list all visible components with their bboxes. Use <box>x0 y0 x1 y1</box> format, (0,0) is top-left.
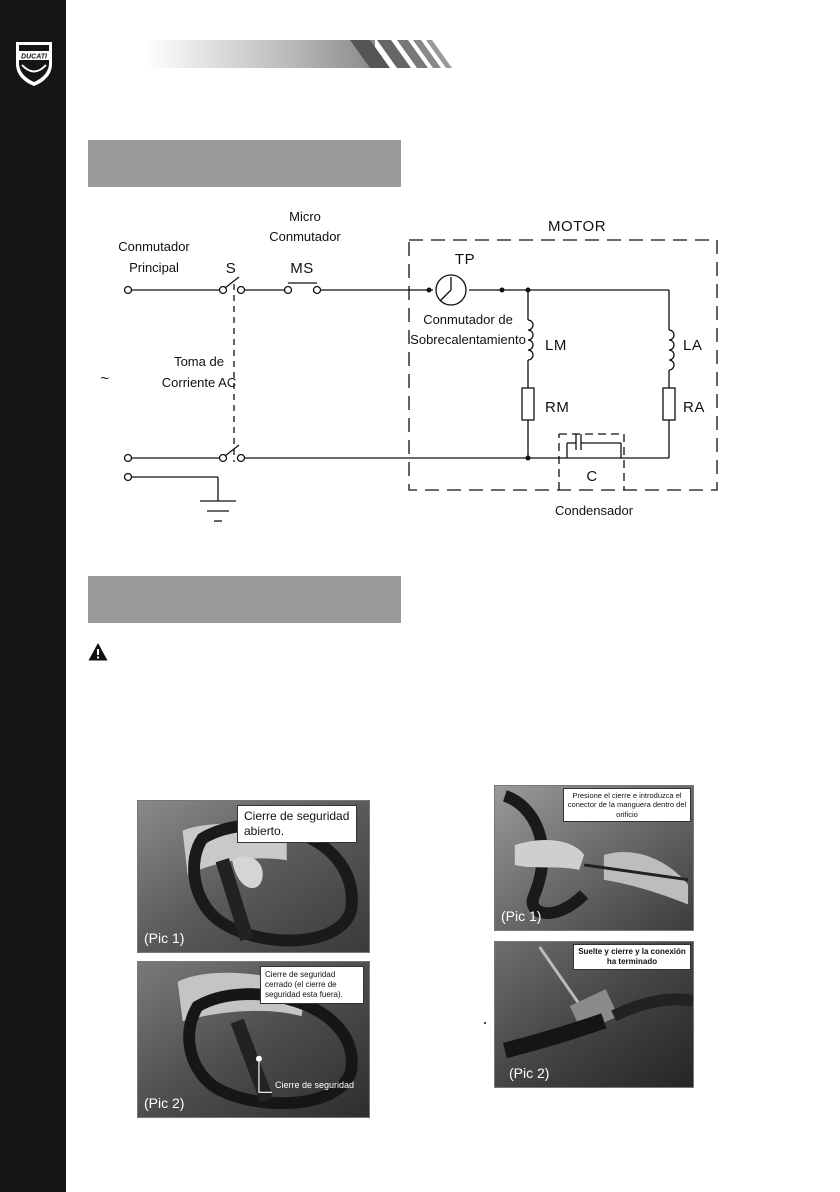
label-tp: TP <box>455 251 475 268</box>
section-bar-wiring <box>88 140 401 187</box>
label-ac: ~ <box>100 370 109 387</box>
label-lm: LM <box>545 337 567 354</box>
label-motor: MOTOR <box>548 218 606 235</box>
label-c: C <box>586 468 597 485</box>
label-outlet-1: Toma de <box>174 354 224 369</box>
label-main-switch-2: Principal <box>129 260 179 275</box>
label-la: LA <box>683 337 702 354</box>
callout-insert-connector: Presione el cierre e introduzca el conec… <box>563 788 691 823</box>
label-safety-lock: Cierre de seguridad <box>275 1080 355 1090</box>
label-overheat-2: Sobrecalentamiento <box>410 332 526 347</box>
label-capacitor: Condensador <box>555 503 634 518</box>
callout-lock-open: Cierre de seguridad abierto. <box>237 805 357 843</box>
photo-connection-done: Suelte y cierre y la conexión ha termina… <box>494 941 694 1088</box>
label-ra: RA <box>683 399 705 416</box>
callout-connection-done: Suelte y cierre y la conexión ha termina… <box>573 944 691 970</box>
left-band <box>0 0 66 1192</box>
warning-icon <box>88 643 108 661</box>
wiring-diagram: Conmutador Principal S Micro Conmutador … <box>100 209 718 522</box>
section-bar-connection <box>88 576 401 623</box>
ducati-logo: DUCATI <box>16 42 52 86</box>
label-overheat-1: Conmutador de <box>423 312 513 327</box>
svg-text:DUCATI: DUCATI <box>21 54 48 61</box>
label-rm: RM <box>545 399 569 416</box>
label-micro-1: Micro <box>289 209 321 224</box>
label-ms: MS <box>290 260 314 277</box>
photo-lock-closed: Cierre de seguridad cerrado (el cierre d… <box>137 961 370 1118</box>
header-stripe <box>145 40 452 68</box>
label-micro-2: Conmutador <box>269 229 341 244</box>
pic-label: (Pic 1) <box>144 930 185 946</box>
label-s: S <box>226 260 237 277</box>
pic-label: (Pic 2) <box>509 1065 550 1081</box>
photo-lock-open: Cierre de seguridad abierto. (Pic 1) <box>137 800 370 953</box>
pic-label: (Pic 1) <box>501 908 542 924</box>
callout-lock-closed: Cierre de seguridad cerrado (el cierre d… <box>260 966 364 1004</box>
label-outlet-2: Corriente AC <box>162 375 236 390</box>
pic-label: (Pic 2) <box>144 1095 185 1111</box>
label-main-switch-1: Conmutador <box>118 239 190 254</box>
photo-insert-connector: Presione el cierre e introduzca el conec… <box>494 785 694 931</box>
stray-mark <box>484 1022 486 1024</box>
